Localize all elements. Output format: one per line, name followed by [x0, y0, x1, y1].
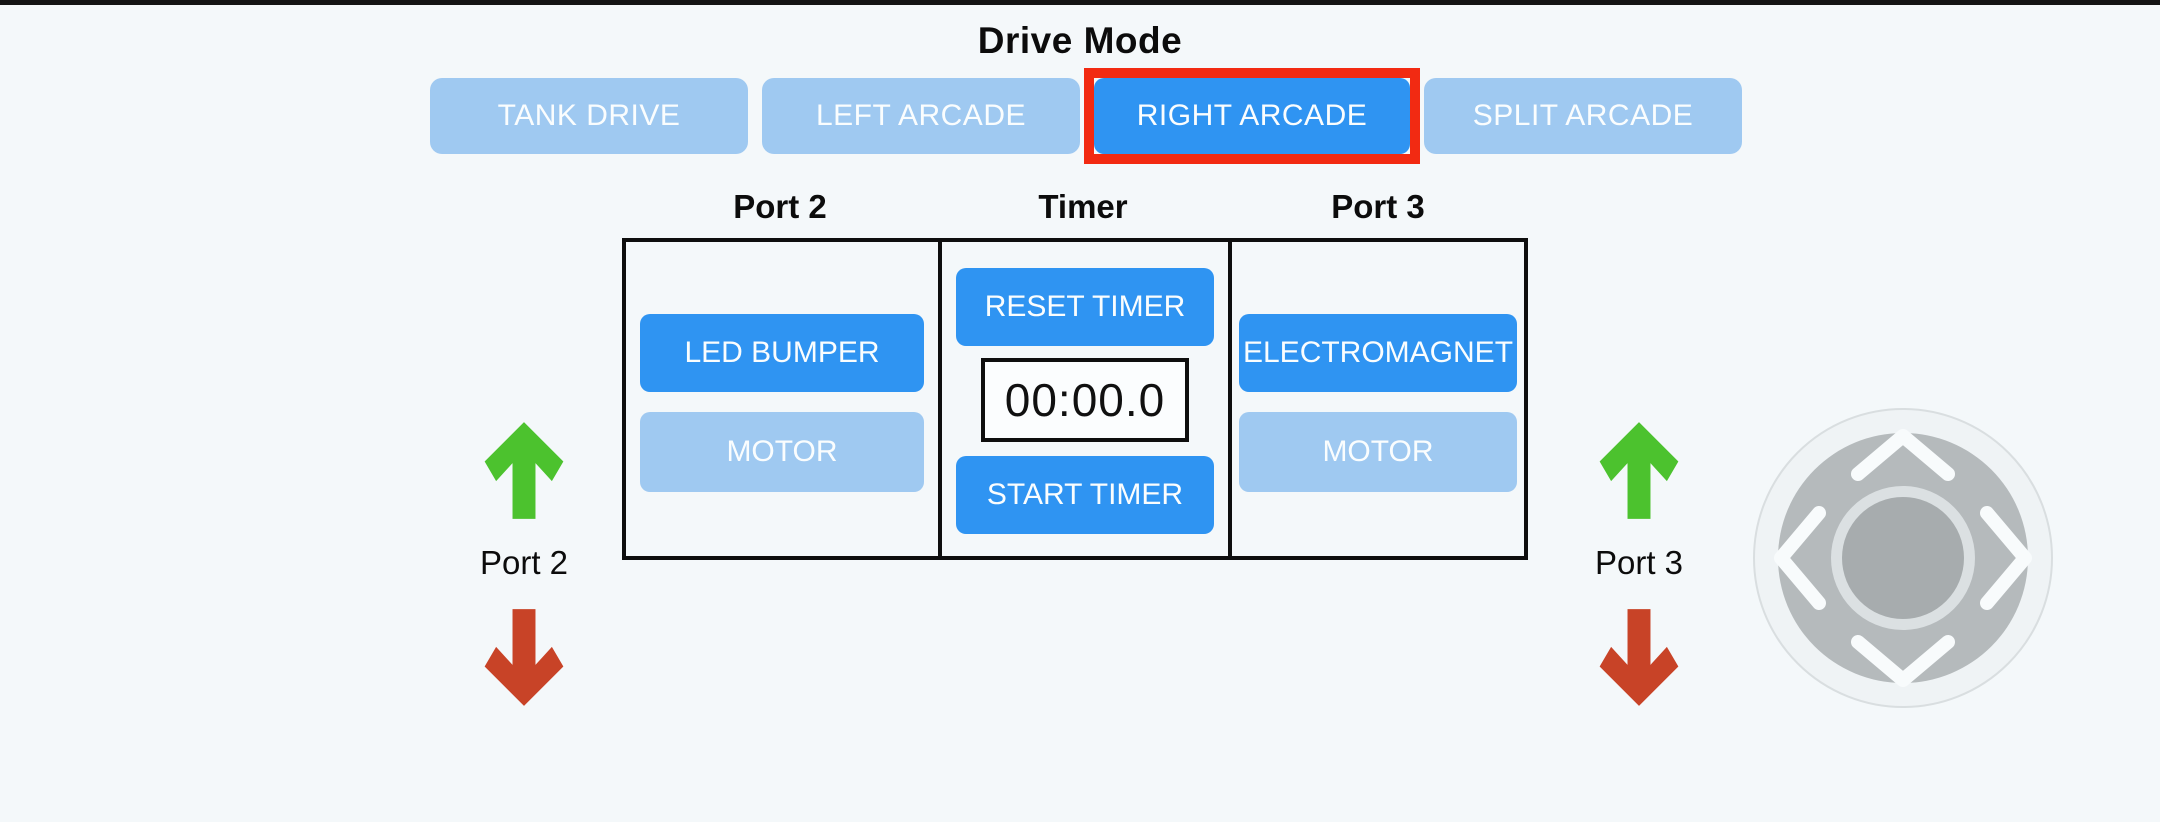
port2-indicator-label: Port 2: [479, 544, 569, 581]
tank-drive-button[interactable]: TANK DRIVE: [430, 78, 748, 154]
electromagnet-button[interactable]: ELECTROMAGNET: [1239, 314, 1517, 392]
port3-column: ELECTROMAGNET MOTOR: [1232, 242, 1524, 556]
up-arrow-shape: [484, 422, 564, 519]
port3-indicator-label: Port 3: [1594, 544, 1684, 581]
chevron-right-icon: [1980, 506, 2032, 610]
start-timer-button[interactable]: START TIMER: [956, 456, 1214, 534]
port2-motor-button[interactable]: MOTOR: [640, 412, 924, 492]
timer-display: 00:00.0: [981, 358, 1189, 442]
port2-column-header: Port 2: [733, 188, 827, 225]
timer-column-header: Timer: [1038, 188, 1128, 225]
up-arrow-shape: [1599, 422, 1679, 519]
chevron-up-icon: [1851, 429, 1955, 481]
chevron-left-icon: [1774, 506, 1826, 610]
chevron-down-icon: [1851, 635, 1955, 687]
port2-direction-indicator: Port 2: [444, 422, 604, 706]
joystick-knob[interactable]: [1842, 497, 1964, 619]
page-title: Drive Mode: [977, 20, 1183, 61]
reset-timer-button[interactable]: RESET TIMER: [956, 268, 1214, 346]
split-arcade-button[interactable]: SPLIT ARCADE: [1424, 78, 1742, 154]
port2-column: LED BUMPER MOTOR: [626, 242, 938, 556]
led-bumper-button[interactable]: LED BUMPER: [640, 314, 924, 392]
down-arrow-shape: [1599, 609, 1679, 706]
device-panel: LED BUMPER MOTOR RESET TIMER 00:00.0 STA…: [622, 238, 1528, 560]
left-arcade-button[interactable]: LEFT ARCADE: [762, 78, 1080, 154]
port3-down-arrow-icon[interactable]: [1598, 609, 1680, 706]
port2-down-arrow-icon[interactable]: [483, 609, 565, 706]
port2-up-arrow-icon[interactable]: [483, 422, 565, 519]
down-arrow-shape: [484, 609, 564, 706]
port3-column-header: Port 3: [1331, 188, 1425, 225]
port3-direction-indicator: Port 3: [1559, 422, 1719, 706]
port3-up-arrow-icon[interactable]: [1598, 422, 1680, 519]
port3-motor-button[interactable]: MOTOR: [1239, 412, 1517, 492]
right-arcade-button[interactable]: RIGHT ARCADE: [1094, 78, 1410, 154]
top-border-bar: [0, 0, 2160, 5]
selected-mode-highlight: RIGHT ARCADE: [1084, 68, 1420, 164]
virtual-joystick[interactable]: [1751, 406, 2055, 710]
timer-column: RESET TIMER 00:00.0 START TIMER: [938, 242, 1232, 556]
